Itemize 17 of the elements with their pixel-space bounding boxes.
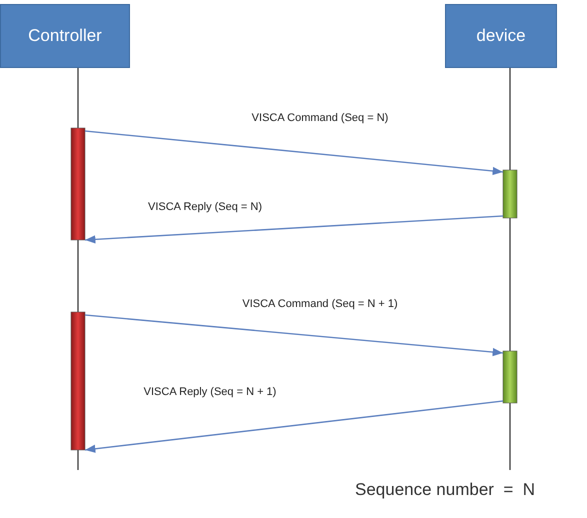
actor-name: device <box>476 26 526 46</box>
actor-name: Controller <box>28 26 102 46</box>
note-text: Sequence number = N <box>355 480 536 500</box>
actor-box <box>445 4 557 68</box>
actor-box <box>0 4 130 68</box>
activation-bar <box>70 128 86 240</box>
edge-label: VISCA Command (Seq = N) <box>252 112 388 124</box>
message-arrow <box>84 400 504 453</box>
message-arrow <box>84 314 504 356</box>
message-arrow <box>84 130 504 176</box>
edge-label: VISCA Command (Seq = N + 1) <box>242 298 398 310</box>
message-arrow <box>84 215 504 244</box>
activation-bar <box>502 170 518 218</box>
edge-label: VISCA Reply (Seq = N) <box>148 201 262 213</box>
edge-label: VISCA Reply (Seq = N + 1) <box>144 386 276 398</box>
activation-bar <box>70 312 86 450</box>
activation-bar <box>502 350 518 404</box>
